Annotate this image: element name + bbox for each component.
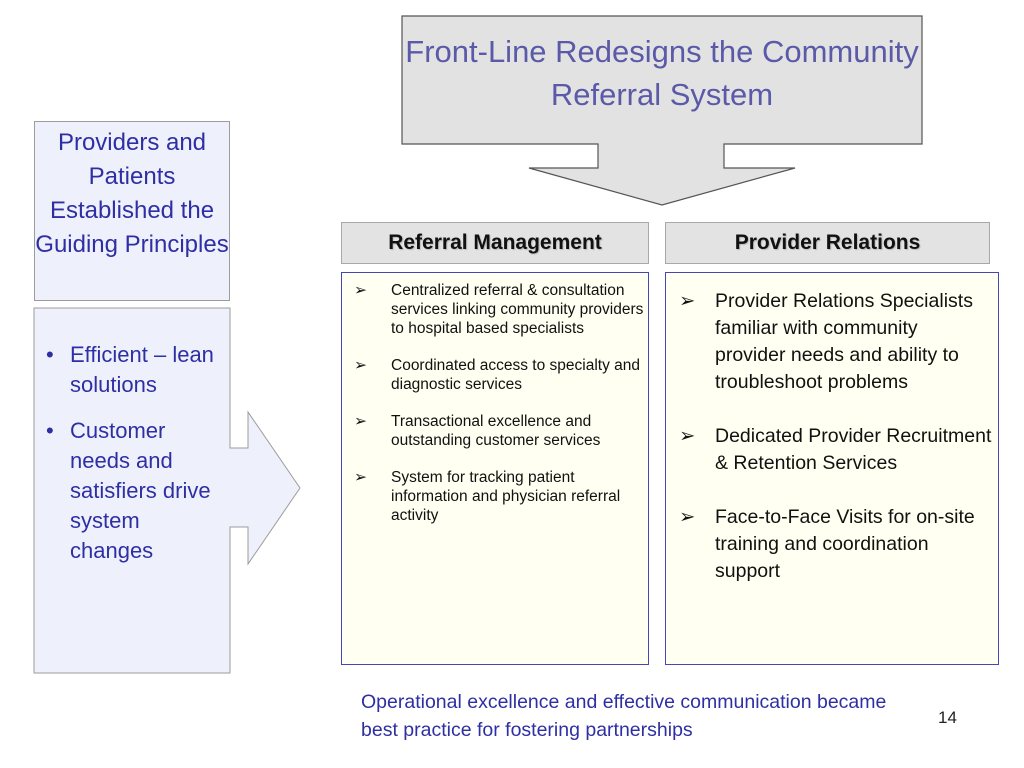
- list-item: • Customer needs and satisfiers drive sy…: [44, 416, 224, 566]
- guiding-principles-list: • Efficient – lean solutions • Customer …: [44, 340, 224, 582]
- provider-relations-header: Provider Relations: [665, 222, 990, 264]
- guiding-principles-heading: Providers and Patients Established the G…: [34, 121, 230, 301]
- referral-management-header: Referral Management: [341, 222, 649, 264]
- arrow-bullet-icon: ➢: [354, 357, 367, 374]
- page-title: Front-Line Redesigns the Community Refer…: [405, 34, 919, 112]
- referral-item-text: Centralized referral & consultation serv…: [391, 282, 644, 337]
- referral-item-text: System for tracking patient information …: [391, 469, 621, 524]
- right-arrow-shape: [33, 307, 301, 674]
- bullet-icon: •: [46, 418, 54, 443]
- provider-item-text: Dedicated Provider Recruitment & Retenti…: [715, 425, 992, 474]
- guiding-principle-text: Customer needs and satisfiers drive syst…: [70, 418, 211, 563]
- list-item: ➢ Dedicated Provider Recruitment & Reten…: [677, 423, 992, 477]
- bullet-icon: •: [46, 342, 54, 367]
- referral-management-list: ➢ Centralized referral & consultation se…: [350, 281, 645, 543]
- list-item: ➢ Provider Relations Specialists familia…: [677, 288, 992, 396]
- referral-item-text: Coordinated access to specialty and diag…: [391, 357, 641, 393]
- down-arrow-shape: [401, 15, 923, 206]
- arrow-bullet-icon: ➢: [679, 290, 696, 312]
- provider-item-text: Provider Relations Specialists familiar …: [715, 290, 973, 393]
- provider-relations-panel: [665, 272, 999, 665]
- list-item: • Efficient – lean solutions: [44, 340, 224, 400]
- arrow-bullet-icon: ➢: [679, 425, 696, 447]
- page-number: 14: [938, 708, 957, 727]
- provider-relations-list: ➢ Provider Relations Specialists familia…: [677, 288, 992, 612]
- provider-item-text: Face-to-Face Visits for on-site training…: [715, 506, 975, 582]
- arrow-bullet-icon: ➢: [354, 413, 367, 430]
- arrow-bullet-icon: ➢: [354, 282, 367, 299]
- referral-item-text: Transactional excellence and outstanding…: [391, 413, 601, 449]
- referral-management-panel: [341, 272, 649, 665]
- list-item: ➢ Face-to-Face Visits for on-site traini…: [677, 504, 992, 585]
- list-item: ➢ Centralized referral & consultation se…: [350, 281, 645, 338]
- arrow-bullet-icon: ➢: [354, 469, 367, 486]
- guiding-principle-text: Efficient – lean solutions: [70, 342, 214, 397]
- arrow-bullet-icon: ➢: [679, 506, 696, 528]
- list-item: ➢ Coordinated access to specialty and di…: [350, 356, 645, 394]
- list-item: ➢ System for tracking patient informatio…: [350, 468, 645, 525]
- footer-statement: Operational excellence and effective com…: [361, 691, 887, 741]
- list-item: ➢ Transactional excellence and outstandi…: [350, 412, 645, 450]
